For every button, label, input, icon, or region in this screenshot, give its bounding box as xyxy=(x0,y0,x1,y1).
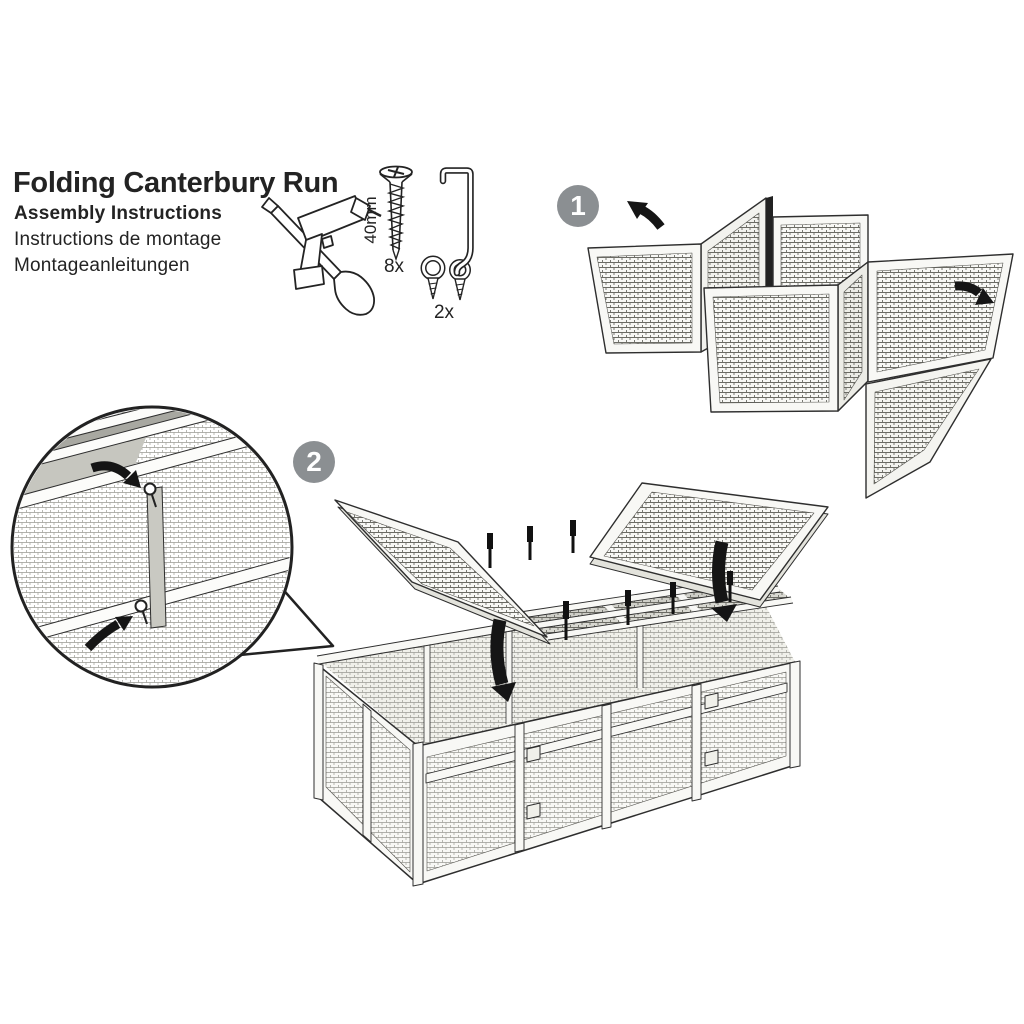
latch-quantity-label: 2x xyxy=(433,302,455,323)
screw-quantity-label: 8x xyxy=(383,256,405,277)
step2-diagram xyxy=(313,482,829,887)
screw-countersink xyxy=(379,173,413,183)
hook-arm xyxy=(439,167,474,277)
phillips-cross xyxy=(387,166,405,178)
door-hinge xyxy=(526,802,541,820)
subtitle-english: Assembly Instructions xyxy=(14,203,222,224)
fixing-pins xyxy=(487,520,733,640)
door-hinge xyxy=(526,745,541,763)
front-wall xyxy=(417,661,796,885)
screw-tip xyxy=(392,249,400,262)
detail-arrow-lower-icon xyxy=(84,616,133,652)
drill-and-screwdriver-icon xyxy=(261,195,382,316)
drill-trigger xyxy=(321,235,334,249)
door-stile xyxy=(601,703,612,830)
screwdriver-tip xyxy=(261,197,279,214)
eye-screw-detail xyxy=(134,482,157,625)
corner-post xyxy=(412,741,424,887)
door-hinge xyxy=(704,692,719,710)
step-1-badge: 1 xyxy=(557,185,599,227)
unfold-arrow-left-icon xyxy=(627,201,665,230)
corner-post xyxy=(789,660,801,769)
hook-and-eye-latch-icon xyxy=(420,167,474,301)
screwdriver-handle xyxy=(333,270,375,316)
page-title: Folding Canterbury Run xyxy=(13,167,339,199)
close-arrow-right-icon xyxy=(711,540,737,622)
left-end-wall xyxy=(317,664,419,885)
drill-chuck xyxy=(350,197,371,221)
drill-bit xyxy=(368,208,382,218)
unfold-arrow-right-icon xyxy=(954,281,994,305)
left-lid xyxy=(334,499,551,645)
screw-length-label: 40mm xyxy=(361,196,380,244)
step1-diagram xyxy=(587,196,1014,499)
subtitle-german: Montageanleitungen xyxy=(14,255,190,276)
door-stile xyxy=(691,683,702,802)
door-hinge xyxy=(704,749,719,767)
close-arrow-left-icon xyxy=(490,618,516,702)
screw-icon xyxy=(379,165,413,262)
magnifier-detail xyxy=(10,405,335,689)
screw-threads xyxy=(386,183,406,250)
door-stile xyxy=(514,722,525,853)
drill-battery xyxy=(293,265,325,290)
corner-post xyxy=(313,662,324,801)
step-2-badge: 2 xyxy=(293,441,335,483)
centre-post xyxy=(146,486,167,629)
detail-arrow-upper-icon xyxy=(90,461,141,488)
subtitle-french: Instructions de montage xyxy=(14,229,222,250)
right-lid xyxy=(589,482,829,608)
